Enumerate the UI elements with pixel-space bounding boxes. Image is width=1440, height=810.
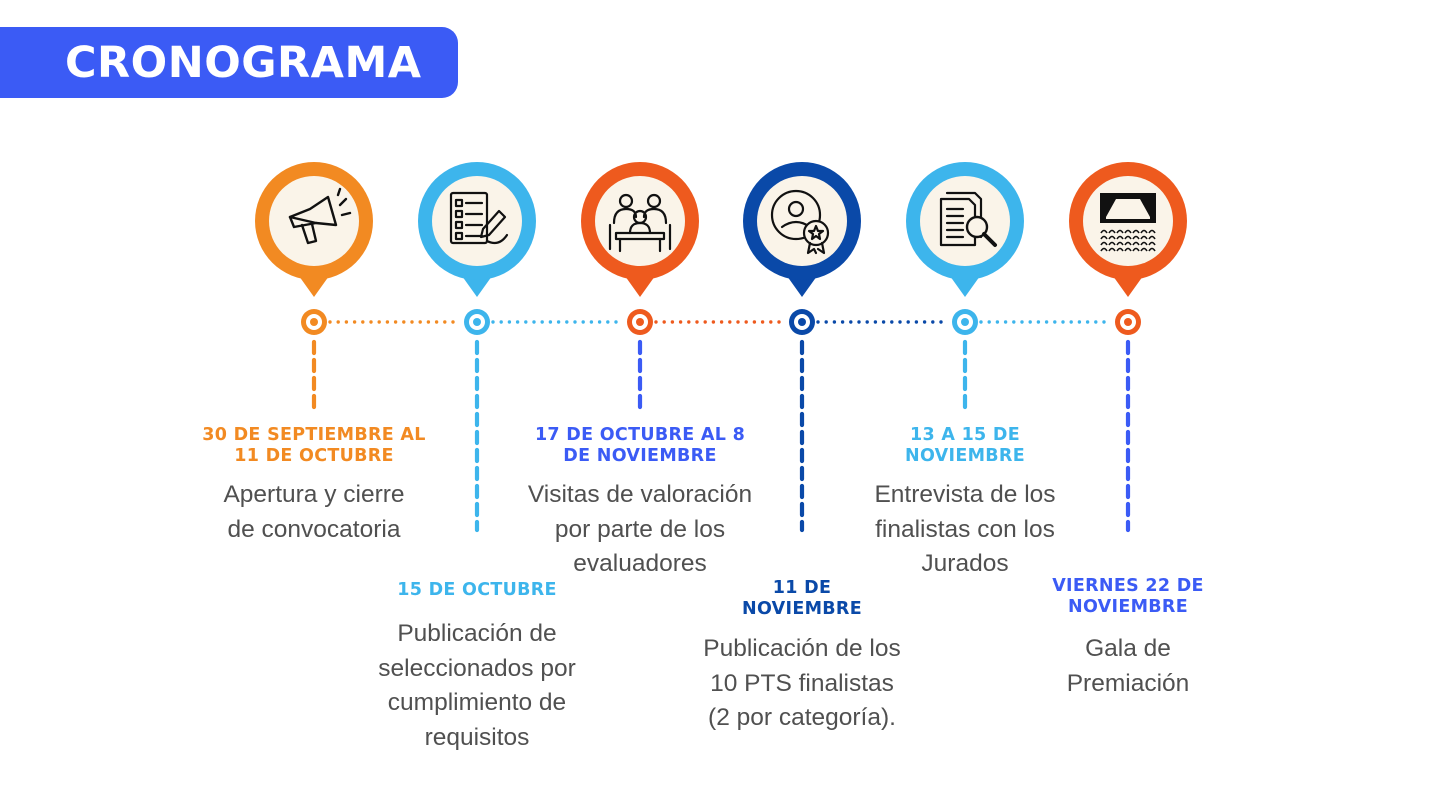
- pin-marker-4: [743, 162, 861, 297]
- event-description-1: Apertura y cierre de convocatoria: [223, 481, 405, 543]
- event-date-6: VIERNES 22 DE NOVIEMBRE: [1052, 576, 1204, 617]
- timeline-pins: [255, 162, 1187, 297]
- user-award-icon: [770, 189, 830, 255]
- timeline-node-2: [464, 309, 490, 335]
- pin-marker-1: [255, 162, 373, 297]
- event-date-1: 30 DE SEPTIEMBRE AL 11 DE OCTUBRE: [202, 425, 426, 466]
- event-description-4: Publicación de los 10 PTS finalistas (2 …: [703, 635, 901, 731]
- pin-marker-3: [581, 162, 699, 297]
- title-banner: CRONOGRAMA: [0, 27, 458, 98]
- pin-marker-6: [1069, 162, 1187, 297]
- form-checklist-icon: [449, 191, 509, 245]
- timeline-stems: [311, 339, 1131, 533]
- event-date-2: 15 DE OCTUBRE: [397, 580, 557, 600]
- timeline-node-3: [627, 309, 653, 335]
- theater-stage-icon: [1100, 193, 1156, 252]
- event-description-2: Publicación de seleccionados por cumplim…: [378, 620, 576, 751]
- timeline-node-1: [301, 309, 327, 335]
- event-description-3: Visitas de valoración por parte de los e…: [527, 481, 753, 577]
- timeline-node-5: [952, 309, 978, 335]
- timeline-node-6: [1115, 309, 1141, 335]
- event-date-3: 17 DE OCTUBRE AL 8 DE NOVIEMBRE: [534, 425, 746, 466]
- event-description-5: Entrevista de los finalistas con los Jur…: [874, 481, 1056, 577]
- pin-marker-5: [906, 162, 1024, 297]
- megaphone-icon: [288, 187, 352, 245]
- event-date-5: 13 A 15 DE NOVIEMBRE: [905, 425, 1025, 466]
- page-title: CRONOGRAMA: [65, 37, 422, 88]
- event-description-6: Gala de Premiación: [1066, 635, 1190, 697]
- event-date-4: 11 DE NOVIEMBRE: [742, 578, 862, 619]
- pin-marker-2: [418, 162, 536, 297]
- meeting-team-icon: [608, 193, 672, 253]
- timeline-nodes: [301, 309, 1141, 335]
- timeline-node-4: [789, 309, 815, 335]
- document-search-icon: [939, 191, 997, 247]
